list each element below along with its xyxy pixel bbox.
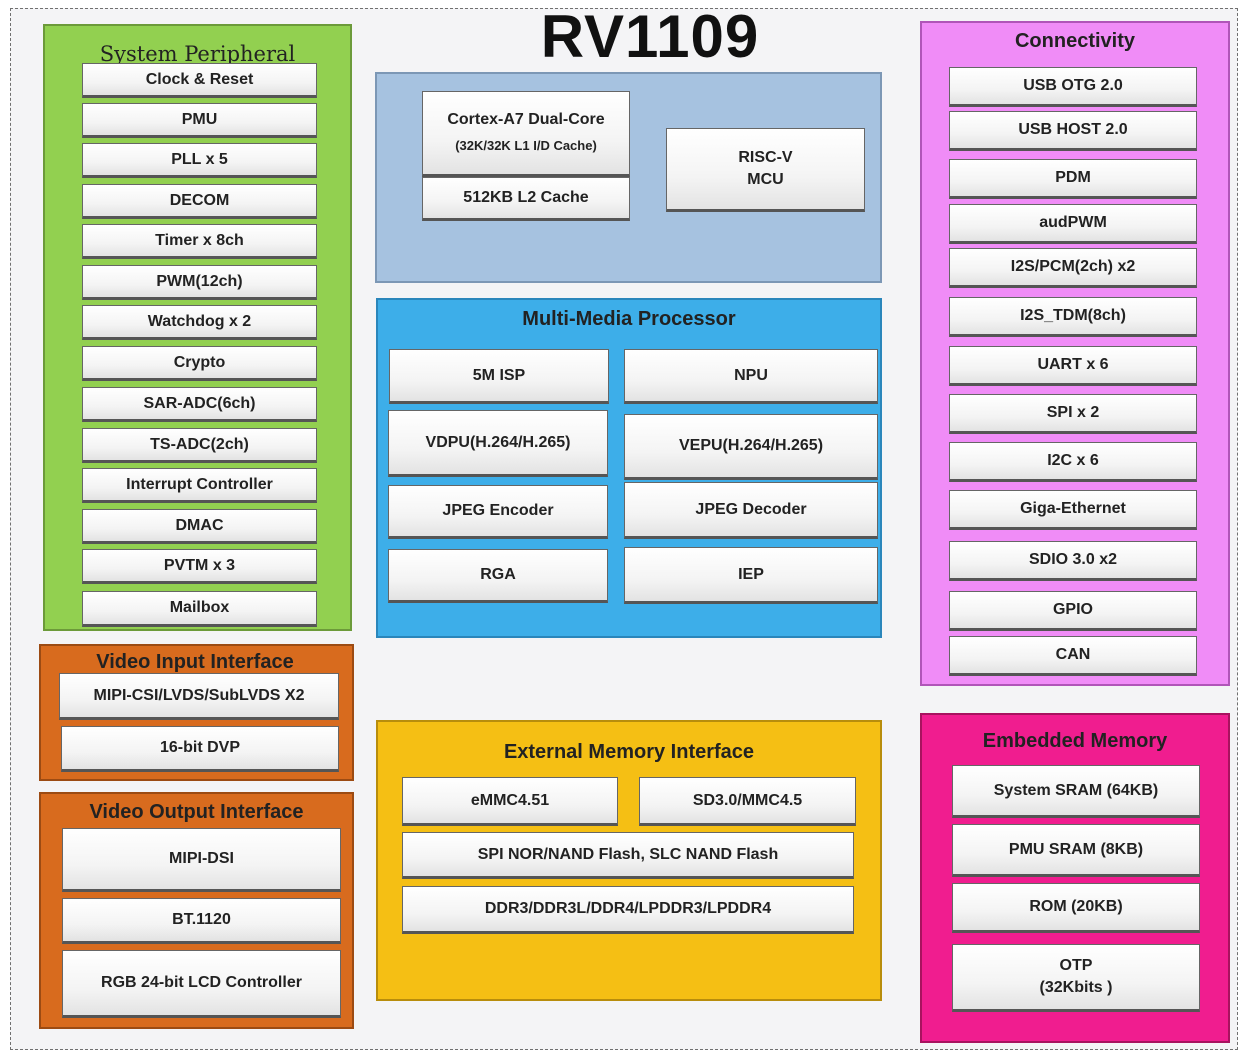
iep-block: IEP	[624, 547, 878, 604]
system-sram-block: System SRAM (64KB)	[952, 765, 1200, 818]
usb-otg-block: USB OTG 2.0	[949, 67, 1197, 107]
npu-block: NPU	[624, 349, 878, 404]
mipi-csi-block: MIPI-CSI/LVDS/SubLVDS X2	[59, 673, 339, 720]
sd-mmc-block: SD3.0/MMC4.5	[639, 777, 856, 826]
jpeg-encoder-block: JPEG Encoder	[388, 485, 608, 539]
rgb-lcd-block: RGB 24-bit LCD Controller	[62, 950, 341, 1018]
decom-block: DECOM	[82, 184, 317, 219]
external-memory-section: External Memory Interface eMMC4.51 SD3.0…	[376, 720, 882, 1001]
video-input-title: Video Input Interface	[96, 651, 294, 673]
rom-block: ROM (20KB)	[952, 883, 1200, 933]
interrupt-controller-block: Interrupt Controller	[82, 468, 317, 503]
video-output-title: Video Output Interface	[89, 801, 304, 823]
emmc-block: eMMC4.51	[402, 777, 618, 826]
pll-block: PLL x 5	[82, 143, 317, 178]
vepu-block: VEPU(H.264/H.265)	[624, 414, 878, 480]
connectivity-section: Connectivity USB OTG 2.0 USB HOST 2.0 PD…	[920, 21, 1230, 686]
pmu-sram-block: PMU SRAM (8KB)	[952, 824, 1200, 877]
video-output-section: Video Output Interface MIPI-DSI BT.1120 …	[39, 792, 354, 1029]
video-input-section: Video Input Interface MIPI-CSI/LVDS/SubL…	[39, 644, 354, 781]
audpwm-block: audPWM	[949, 204, 1197, 244]
mailbox-block: Mailbox	[82, 591, 317, 627]
ts-adc-block: TS-ADC(2ch)	[82, 428, 317, 463]
otp-block: OTP (32Kbits )	[952, 944, 1200, 1012]
mipi-dsi-block: MIPI-DSI	[62, 828, 341, 892]
can-block: CAN	[949, 636, 1197, 676]
cpu-section: Cortex-A7 Dual-Core (32K/32K L1 I/D Cach…	[375, 72, 882, 283]
ddr-block: DDR3/DDR3L/DDR4/LPDDR3/LPDDR4	[402, 886, 854, 934]
giga-ethernet-block: Giga-Ethernet	[949, 490, 1197, 530]
dvp-block: 16-bit DVP	[61, 726, 339, 772]
embedded-memory-section: Embedded Memory System SRAM (64KB) PMU S…	[920, 713, 1230, 1043]
usb-host-block: USB HOST 2.0	[949, 111, 1197, 151]
i2s-tdm-block: I2S_TDM(8ch)	[949, 297, 1197, 337]
clock-reset-block: Clock & Reset	[82, 63, 317, 98]
timer-block: Timer x 8ch	[82, 224, 317, 259]
watchdog-block: Watchdog x 2	[82, 305, 317, 340]
pvtm-block: PVTM x 3	[82, 549, 317, 584]
spi-nand-flash-block: SPI NOR/NAND Flash, SLC NAND Flash	[402, 832, 854, 879]
l2-cache-block: 512KB L2 Cache	[422, 177, 630, 221]
dmac-block: DMAC	[82, 509, 317, 544]
system-peripheral-section: System Peripheral Clock & Reset PMU PLL …	[43, 24, 352, 631]
multimedia-section: Multi-Media Processor 5M ISP NPU VDPU(H.…	[376, 298, 882, 638]
pmu-block: PMU	[82, 103, 317, 138]
crypto-block: Crypto	[82, 346, 317, 381]
cortex-a7-label: Cortex-A7 Dual-Core	[447, 111, 605, 128]
sdio-block: SDIO 3.0 x2	[949, 541, 1197, 581]
embedded-memory-title: Embedded Memory	[982, 730, 1168, 752]
pwm-block: PWM(12ch)	[82, 265, 317, 300]
rga-block: RGA	[388, 549, 608, 603]
chip-title: RV1109	[540, 3, 760, 70]
pdm-block: PDM	[949, 159, 1197, 199]
bt1120-block: BT.1120	[62, 898, 341, 944]
cortex-a7-cache-label: (32K/32K L1 I/D Cache)	[455, 138, 597, 153]
connectivity-title: Connectivity	[1014, 30, 1136, 52]
isp-block: 5M ISP	[389, 349, 609, 404]
spi-block: SPI x 2	[949, 394, 1197, 434]
system-peripheral-title: System Peripheral	[99, 42, 296, 66]
external-memory-title: External Memory Interface	[503, 741, 755, 763]
sar-adc-block: SAR-ADC(6ch)	[82, 387, 317, 422]
vdpu-block: VDPU(H.264/H.265)	[388, 410, 608, 477]
jpeg-decoder-block: JPEG Decoder	[624, 482, 878, 539]
i2c-block: I2C x 6	[949, 442, 1197, 482]
cortex-a7-block: Cortex-A7 Dual-Core (32K/32K L1 I/D Cach…	[422, 91, 630, 177]
i2s-pcm-block: I2S/PCM(2ch) x2	[949, 248, 1197, 288]
gpio-block: GPIO	[949, 591, 1197, 631]
uart-block: UART x 6	[949, 346, 1197, 386]
multimedia-title: Multi-Media Processor	[522, 308, 736, 330]
risc-v-mcu-block: RISC-V MCU	[666, 128, 865, 212]
